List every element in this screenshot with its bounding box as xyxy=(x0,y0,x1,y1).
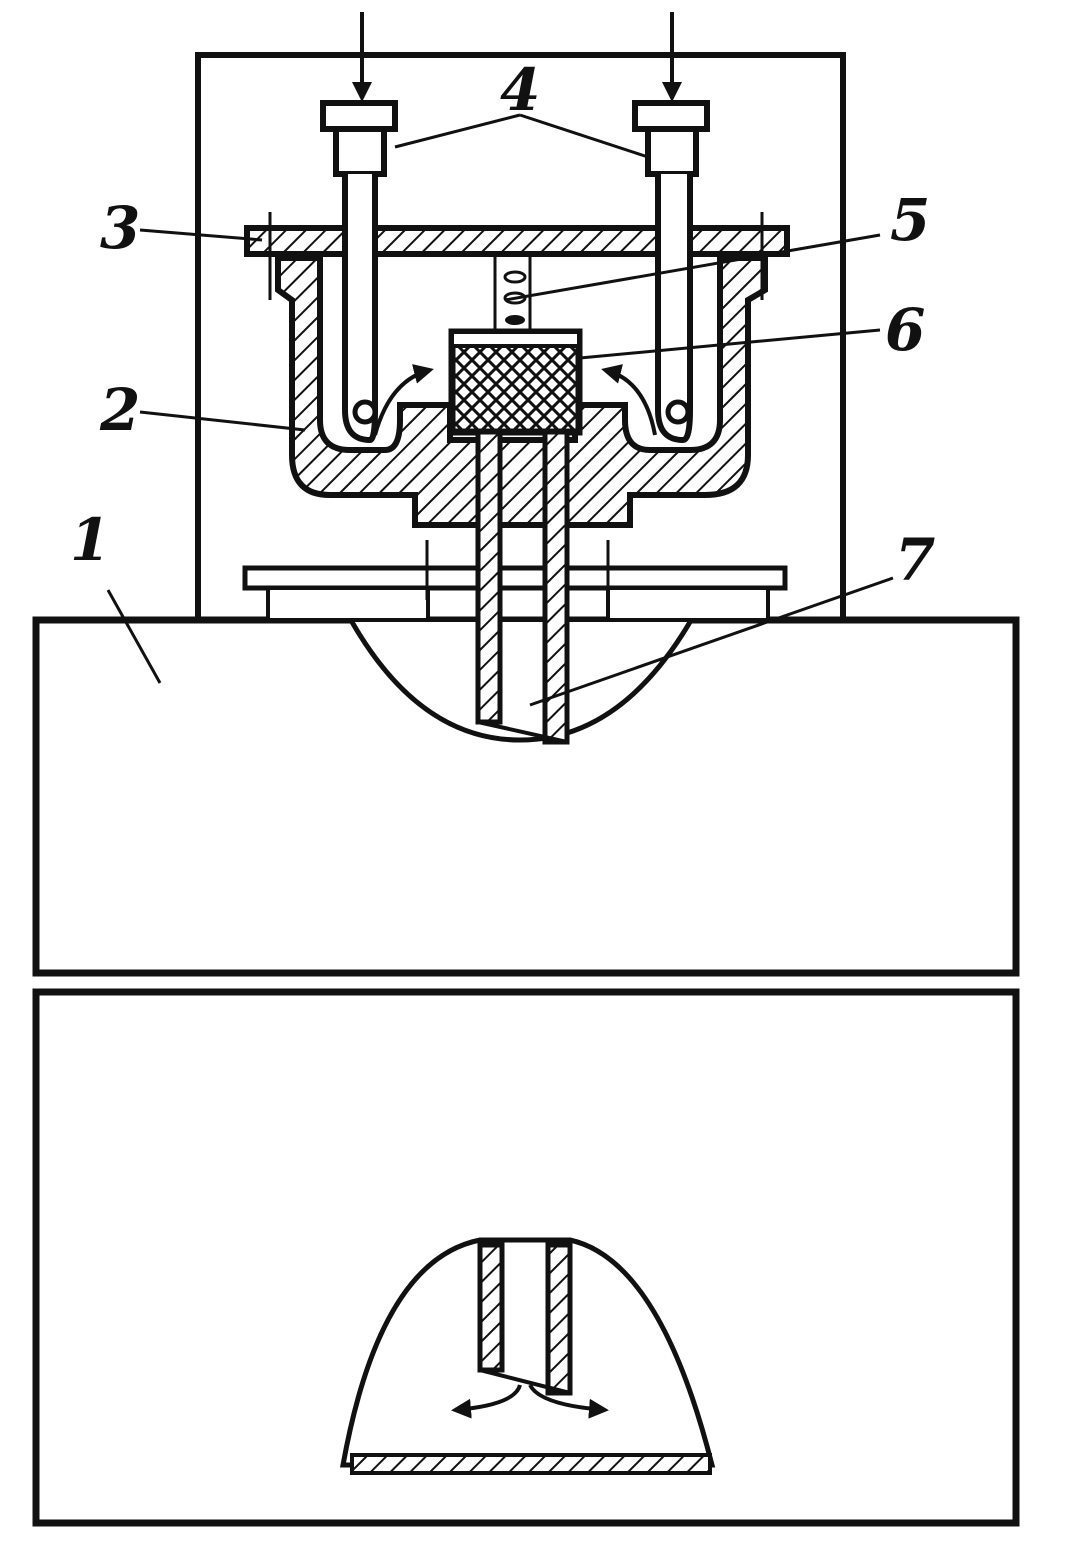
leader-7 xyxy=(529,576,894,707)
lower-tube-wall-left xyxy=(477,1242,505,1373)
lower-flow-arrow-left xyxy=(451,1384,522,1419)
mount-foot-left xyxy=(266,586,430,622)
supply-tube-left xyxy=(320,12,398,444)
outlet-tube-wall-right xyxy=(542,429,570,745)
upper-cavity xyxy=(349,620,693,743)
lower-tube-wall-right xyxy=(545,1242,573,1396)
nozzle-cup-wall xyxy=(275,255,768,528)
outlet-tube-bottom xyxy=(477,720,568,744)
lower-tube-bottom xyxy=(479,1368,571,1395)
supply-tube-right xyxy=(632,12,710,444)
label-1: 1 xyxy=(70,506,110,574)
leader-2 xyxy=(139,410,306,432)
label-6: 6 xyxy=(885,296,925,364)
outlet-tube-wall-left xyxy=(475,429,503,725)
label-4: 4 xyxy=(500,56,540,124)
label-7: 7 xyxy=(895,526,935,594)
spring xyxy=(493,254,532,330)
label-5: 5 xyxy=(890,186,930,254)
leader-4b xyxy=(519,113,649,159)
leader-6 xyxy=(579,328,881,360)
leader-3 xyxy=(139,228,263,242)
lower-cavity xyxy=(340,1237,716,1468)
mixing-element-cap xyxy=(450,330,581,348)
label-2: 2 xyxy=(99,376,140,444)
lower-flow-arrow-right xyxy=(528,1383,609,1419)
leader-5 xyxy=(504,233,881,302)
label-3: 3 xyxy=(100,194,140,262)
cover-plate xyxy=(244,225,790,257)
leader-1 xyxy=(106,589,162,684)
leader-4a xyxy=(394,113,521,149)
flow-arrow-left xyxy=(373,364,434,436)
mount-foot-right xyxy=(606,586,770,622)
bottom-plate xyxy=(350,1453,712,1475)
mount-flange xyxy=(242,565,788,591)
flow-arrow-right xyxy=(601,364,657,436)
